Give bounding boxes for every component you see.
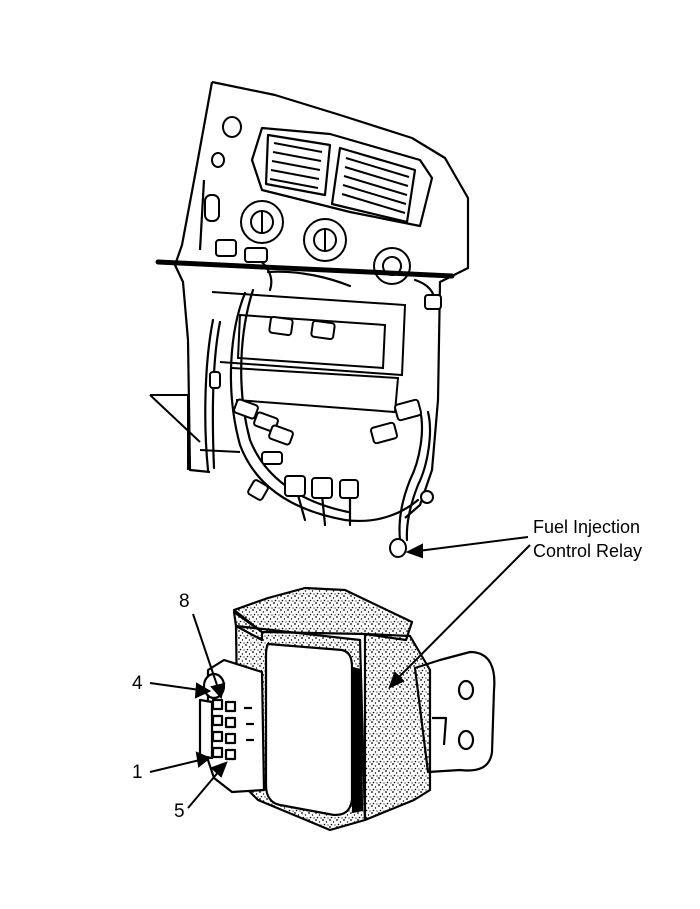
dash-brace-line: [155, 259, 455, 279]
pin-8-label: 8: [179, 591, 190, 612]
pin-5-label: 5: [174, 801, 185, 822]
callout-line-2: Control Relay: [533, 541, 642, 561]
pin-4-label: 4: [132, 673, 143, 694]
dash-knobs: [204, 116, 411, 285]
harness-connectors: [209, 239, 442, 558]
callout-line-1: Fuel Injection: [533, 517, 640, 537]
pin-labels: 8 4 1 5: [132, 591, 190, 822]
relay-body: [232, 586, 432, 832]
vent-slats: [269, 142, 410, 214]
pin-1-label: 1: [132, 762, 143, 783]
dashboard-panel: [173, 80, 470, 519]
pin-leader-arrows: [149, 613, 228, 809]
wiring-harness: [204, 253, 436, 542]
relay-mounting-bracket: [413, 650, 496, 774]
dash-lower-frame: [149, 291, 407, 470]
relay-connector-block: [198, 658, 266, 794]
relay-callout: Fuel Injection Control Relay: [533, 517, 642, 561]
